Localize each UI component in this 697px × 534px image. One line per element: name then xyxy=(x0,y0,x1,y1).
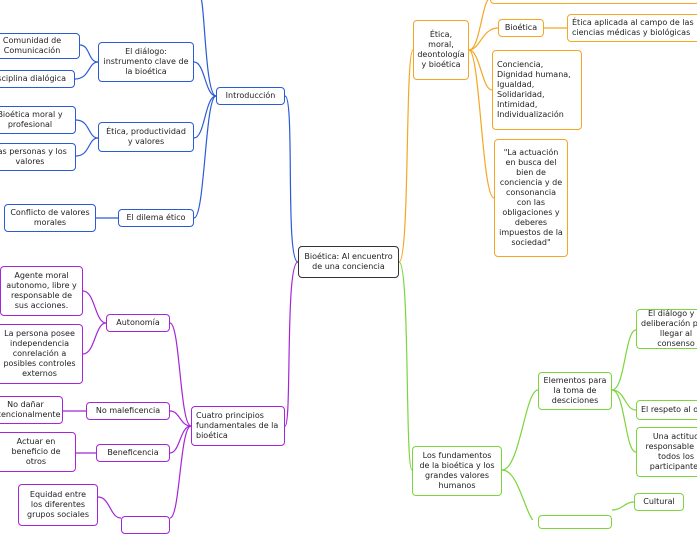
actitud-responsable-node[interactable]: Una actitud responsable de todos los par… xyxy=(636,427,697,477)
green-bottom-node[interactable] xyxy=(538,515,612,529)
quote-node[interactable]: "La actuación en busca del bien de conci… xyxy=(494,139,568,257)
orange-top-node[interactable] xyxy=(490,0,697,4)
no-danar-node[interactable]: No dañar intencionalmente xyxy=(0,396,63,424)
bioetica-definition-node[interactable]: Ética aplicada al campo de las ciencias … xyxy=(567,14,697,42)
root-topic[interactable]: Bioética: Al encuentro de una conciencia xyxy=(298,246,399,278)
respeto-node[interactable]: El respeto al otro xyxy=(636,400,697,420)
bioetica-node[interactable]: Bioética xyxy=(498,19,544,37)
no-maleficencia-node[interactable]: No maleficencia xyxy=(86,402,170,420)
bioetica-moral-node[interactable]: Bioética moral y profesional xyxy=(0,106,76,134)
cultural-node[interactable]: Cultural xyxy=(634,493,684,511)
beneficencia-node[interactable]: Beneficencia xyxy=(96,444,170,462)
agente-moral-node[interactable]: Agente moral autonomo, libre y responsab… xyxy=(0,266,83,316)
etica-productividad-node[interactable]: Ética, productividad y valores xyxy=(98,122,194,152)
dilema-node[interactable]: El dilema ético xyxy=(118,209,194,227)
comunidad-node[interactable]: Comunidad de Comunicación xyxy=(0,33,80,59)
actuar-beneficio-node[interactable]: Actuar en beneficio de otros xyxy=(0,432,76,472)
dialogo-node[interactable]: El diálogo: instrumento clave de la bioé… xyxy=(98,42,194,82)
disciplina-node[interactable]: Disciplina dialógica xyxy=(0,70,75,88)
etica-moral-node[interactable]: Ética, moral, deontología y bioética xyxy=(413,20,469,80)
independencia-node[interactable]: La persona posee independencia conrelaci… xyxy=(0,324,83,384)
personas-valores-node[interactable]: Las personas y los valores xyxy=(0,143,76,171)
principios-node[interactable]: Cuatro principios fundamentales de la bi… xyxy=(191,406,285,446)
fundamentos-node[interactable]: Los fundamentos de la bioética y los gra… xyxy=(412,446,502,496)
equidad-node[interactable]: Equidad entre los diferentes grupos soci… xyxy=(18,484,98,526)
conflicto-node[interactable]: Conflicto de valores morales xyxy=(4,204,96,232)
dialogo-deliberacion-node[interactable]: El diálogo y la deliberación para llegar… xyxy=(636,309,697,349)
intro-node[interactable]: Introducción xyxy=(216,87,285,105)
elementos-node[interactable]: Elementos para la toma de desciciones xyxy=(538,372,612,410)
autonomia-node[interactable]: Autonomía xyxy=(106,314,170,332)
valores-list-node[interactable]: Conciencia, Dignidad humana, Igualdad, S… xyxy=(492,50,582,130)
connector-lines xyxy=(63,0,637,520)
justicia-node[interactable] xyxy=(121,516,170,534)
